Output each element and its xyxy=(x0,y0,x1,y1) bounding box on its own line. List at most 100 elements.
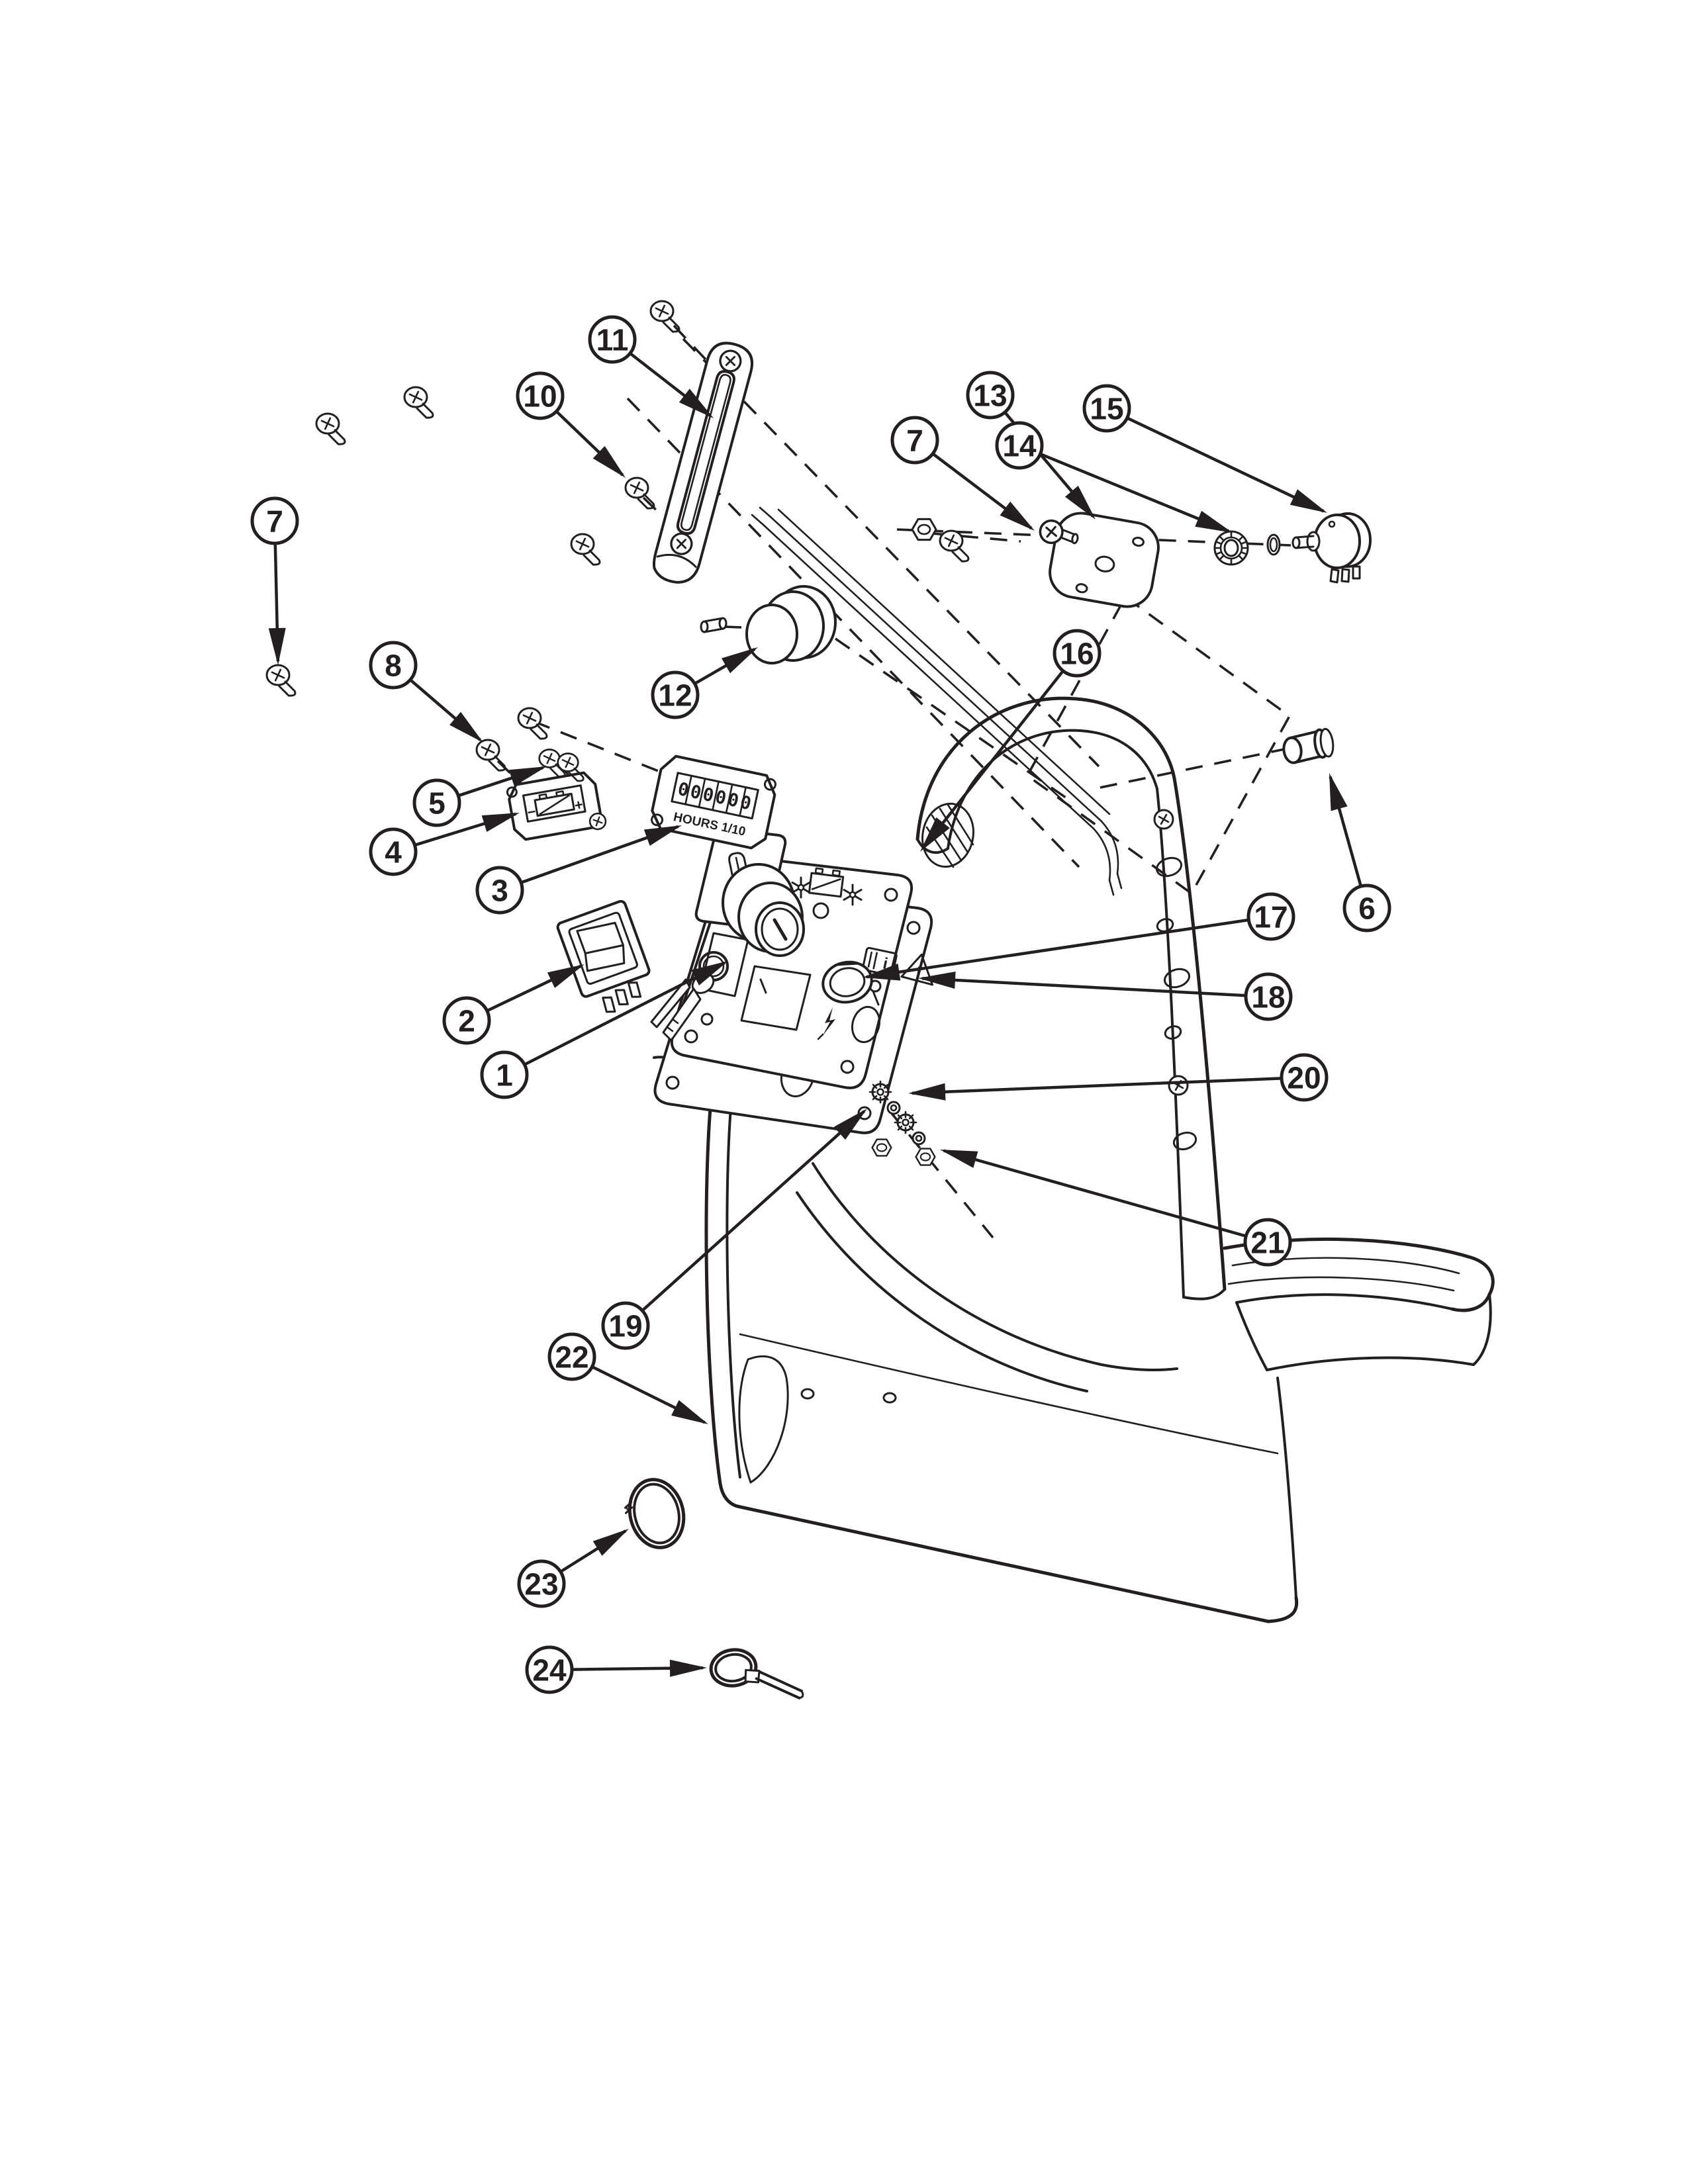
callout-arrowhead xyxy=(920,817,950,852)
callout-number: 22 xyxy=(555,1340,588,1375)
callout-10-9: 10 xyxy=(516,371,626,478)
callout-number: 16 xyxy=(1060,637,1094,671)
callout-balloon xyxy=(601,1301,650,1350)
callout-arrowhead xyxy=(1064,485,1096,520)
callout-balloon xyxy=(442,996,491,1045)
callout-arrowhead xyxy=(940,1150,978,1168)
callout-arrowhead xyxy=(1195,510,1233,533)
cable xyxy=(751,506,1123,896)
battery-minus: − xyxy=(526,803,537,821)
callout-arrowhead xyxy=(643,825,682,846)
callout-22-21: 22 xyxy=(547,1332,708,1424)
callout-17-16: 17 xyxy=(863,892,1295,981)
o-ring xyxy=(1266,533,1281,556)
callout-23-22: 23 xyxy=(517,1529,629,1608)
callout-balloon xyxy=(516,371,565,420)
callout-balloon xyxy=(250,496,299,545)
callout-11-10: 11 xyxy=(588,315,714,418)
callout-balloon xyxy=(966,371,1015,420)
callout-arrowhead xyxy=(669,1659,707,1677)
callout-arrowhead xyxy=(863,963,901,981)
callout-arrowhead xyxy=(908,1083,946,1101)
callout-arrowhead xyxy=(833,1109,867,1140)
knob-pin xyxy=(700,617,727,633)
callout-number: 2 xyxy=(458,1004,475,1038)
hour-meter: 000000 HOURS 1/10 xyxy=(651,754,776,850)
callout-balloon xyxy=(995,421,1044,470)
callout-20-19: 20 xyxy=(908,1053,1329,1102)
callout-number: 17 xyxy=(1254,900,1288,934)
callout-number: 20 xyxy=(1287,1061,1321,1095)
battery-meter: − + xyxy=(506,771,608,841)
callout-arrowhead xyxy=(592,445,626,478)
callout-number: 11 xyxy=(596,323,629,357)
callout-24-23: 24 xyxy=(525,1645,707,1694)
callout-arrowhead xyxy=(508,766,547,786)
trim-ring xyxy=(624,1478,686,1549)
switch-mount-plate xyxy=(1037,512,1160,608)
callout-balloon xyxy=(480,1050,529,1099)
callout-arrowhead xyxy=(679,388,714,418)
callout-4-3: 4 xyxy=(369,812,520,876)
callout-balloon xyxy=(1280,1053,1329,1102)
callout-number: 10 xyxy=(523,379,557,414)
callout-number: 24 xyxy=(532,1653,567,1688)
spark-icon xyxy=(822,1007,835,1036)
callout-number: 6 xyxy=(1358,891,1376,926)
callout-8-8: 8 xyxy=(369,641,483,743)
callout-arrowhead xyxy=(1329,773,1348,811)
console-mount-hole xyxy=(921,802,974,868)
callout-number: 8 xyxy=(385,649,402,683)
battery-plus: + xyxy=(573,796,585,814)
callout-13-12: 13 xyxy=(966,371,1096,520)
callout-balloon xyxy=(517,1559,566,1608)
callout-number: 23 xyxy=(524,1567,558,1602)
callout-6-5: 6 xyxy=(1329,773,1391,933)
star-washer xyxy=(1213,530,1249,566)
callout-balloon xyxy=(651,670,700,719)
cable-tie xyxy=(709,1648,804,1700)
callout-balloon xyxy=(1244,972,1293,1021)
callout-18-17: 18 xyxy=(918,971,1293,1021)
plug-button xyxy=(1282,727,1335,764)
callout-arrowhead xyxy=(449,711,483,743)
callout-arrowhead xyxy=(671,1400,708,1424)
callout-number: 7 xyxy=(266,504,283,539)
callout-number: 21 xyxy=(1250,1226,1284,1260)
projection-lines xyxy=(496,324,1291,1239)
callout-2-1: 2 xyxy=(442,964,585,1045)
console-body xyxy=(653,506,1495,1623)
callout-number: 19 xyxy=(608,1309,642,1343)
callout-number: 13 xyxy=(973,379,1007,413)
callout-19-18: 19 xyxy=(601,1109,867,1350)
callout-arrowhead xyxy=(1000,501,1035,531)
callout-arrowhead xyxy=(592,1529,629,1556)
callout-number: 4 xyxy=(385,835,402,870)
callout-balloon xyxy=(547,1332,596,1381)
callout-number: 18 xyxy=(1251,980,1285,1015)
callout-3-2: 3 xyxy=(475,825,682,915)
choke-knob xyxy=(700,585,837,664)
callout-arrowhead xyxy=(268,627,286,665)
callout-number: 15 xyxy=(1090,392,1123,426)
callout-number: 7 xyxy=(906,424,923,458)
rocker-switch xyxy=(556,899,651,1013)
callout-12-11: 12 xyxy=(651,647,758,719)
callout-balloon xyxy=(1243,1218,1292,1267)
callout-1-0: 1 xyxy=(480,961,728,1099)
callout-balloon xyxy=(1053,629,1102,678)
callout-5-4: 5 xyxy=(412,766,547,827)
callout-balloon xyxy=(1246,892,1295,941)
callout-balloon xyxy=(475,866,524,915)
loose-screws xyxy=(265,300,970,782)
callout-arrowhead xyxy=(918,971,956,989)
callout-arrowhead xyxy=(547,964,585,988)
callout-balloon xyxy=(1342,884,1391,933)
callout-15-14: 15 xyxy=(1082,384,1327,513)
callout-16-15: 16 xyxy=(920,629,1102,852)
callout-balloon xyxy=(412,778,461,827)
rotary-switch xyxy=(1291,512,1372,584)
